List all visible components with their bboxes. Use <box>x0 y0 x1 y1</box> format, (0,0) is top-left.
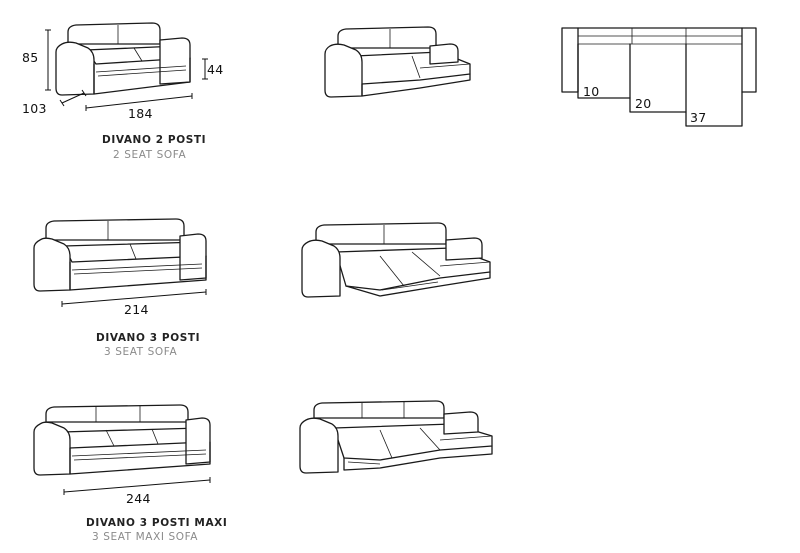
width-label-244: 244 <box>126 491 151 506</box>
sofa-2-seat-extended-drawing <box>324 26 471 98</box>
sofa-3-seat-dimensions: 214 <box>61 289 207 317</box>
sofa-2-seat-drawing <box>55 22 191 96</box>
seat-height-label: 44 <box>207 62 224 77</box>
caption-it-2-seat: DIVANO 2 POSTI <box>102 134 206 146</box>
width-label-184: 184 <box>128 106 153 121</box>
sofa-3-seat-maxi-dimensions: 244 <box>63 477 211 506</box>
depth-label: 103 <box>22 101 47 116</box>
sofa-3-seat-maxi-drawing <box>33 404 211 476</box>
sofa-3-seat-extended-drawing <box>301 222 491 298</box>
width-label-214: 214 <box>124 302 149 317</box>
extension-detail-drawing: 10 20 37 <box>561 27 757 127</box>
caption-en-3-seat: 3 SEAT SOFA <box>104 346 177 358</box>
sofa-3-seat-drawing <box>33 218 207 292</box>
step-label-10: 10 <box>583 84 600 99</box>
caption-it-3-seat-maxi: DIVANO 3 POSTI MAXI <box>86 517 227 529</box>
caption-en-2-seat: 2 SEAT SOFA <box>113 149 186 161</box>
caption-it-3-seat: DIVANO 3 POSTI <box>96 332 200 344</box>
sofa-3-seat-maxi-extended-drawing <box>299 400 493 474</box>
height-label: 85 <box>22 50 39 65</box>
sofa-2-seat-dimensions: 85 103 184 44 <box>22 29 224 121</box>
step-label-20: 20 <box>635 96 652 111</box>
caption-en-3-seat-maxi: 3 SEAT MAXI SOFA <box>92 531 198 543</box>
step-label-37: 37 <box>690 110 707 125</box>
